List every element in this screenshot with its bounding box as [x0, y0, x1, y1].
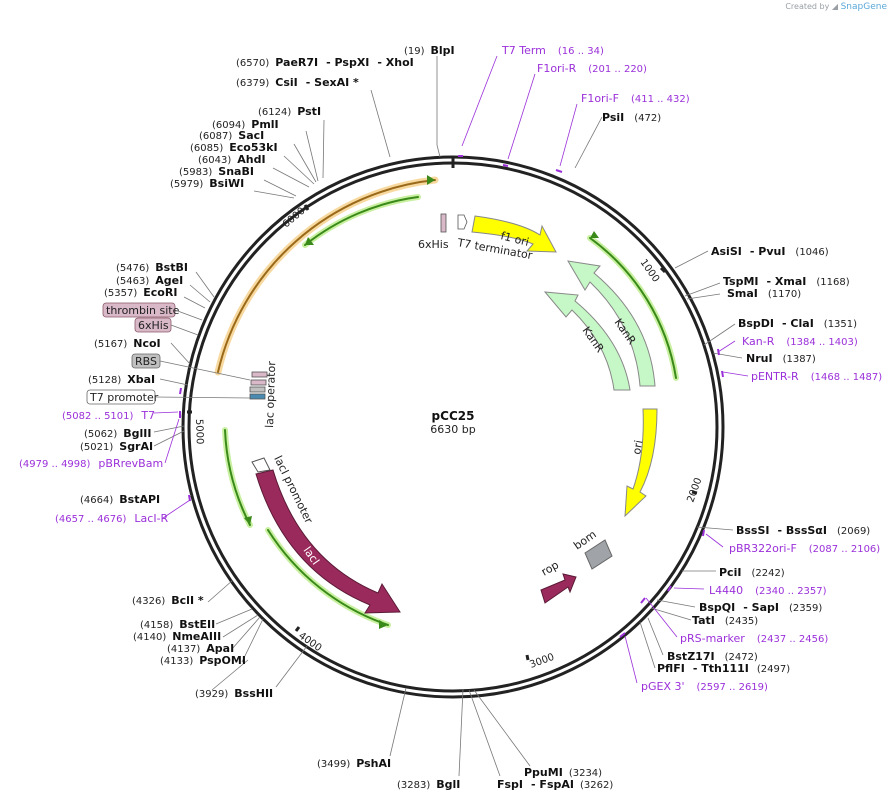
site-csii: (6379)CsiI- SexAI * — [236, 76, 359, 89]
site-bsteii: (4158)BstEII — [140, 618, 215, 631]
primer-leader-lines — [153, 55, 749, 684]
boxed-feature-labels: thrombin site 6xHis RBS T7 promoter — [86, 302, 251, 405]
laci-promoter-feature — [251, 457, 271, 473]
site-fspi: FspI- FspAI(3262) — [497, 778, 613, 791]
rop-label: rop — [539, 558, 561, 578]
kanr-feature-outer — [567, 260, 656, 387]
laci-arc — [267, 529, 389, 626]
orange-arc-arrow-icon — [427, 175, 435, 185]
6xhis-feature-label: 6xHis — [418, 238, 449, 251]
site-psii: PsiI(472) — [602, 111, 661, 124]
site-leader-lines — [153, 56, 743, 777]
site-bglii: (5062)BglII — [84, 427, 151, 440]
site-bsshii: (3929)BssHII — [195, 687, 273, 700]
site-snabi: (5983)SnaBI — [179, 165, 254, 178]
tick-3000: 3000 — [528, 652, 556, 671]
restriction-sites: (19)BlpI (6570)PaeR7I- PspXI- XhoI (6379… — [80, 44, 870, 791]
primer-pbr322ori-f: pBR322ori-F(2087 .. 2106) — [729, 542, 880, 555]
plasmid-size: 6630 bp — [430, 423, 475, 436]
site-paer7i: (6570)PaeR7I- PspXI- XhoI — [236, 56, 414, 69]
orange-arc — [217, 179, 436, 373]
primer-pgex-3: pGEX 3'(2597 .. 2619) — [641, 680, 768, 693]
primer-prs-marker: pRS-marker(2437 .. 2456) — [680, 632, 828, 645]
site-sgrai: (5021)SgrAI — [80, 440, 153, 453]
site-ppumi: PpuMI(3234) — [524, 766, 602, 779]
primer-laci-r: (4657 .. 4676)LacI-R — [55, 512, 169, 525]
site-smai: SmaI(1170) — [727, 287, 801, 300]
created-by-text: Created by — [785, 2, 830, 11]
site-pspomi: (4133)PspOMI — [160, 654, 246, 667]
ori-feature — [624, 408, 658, 518]
t7-promoter-label: T7 promoter — [89, 391, 159, 404]
brand-name: SnapGene — [840, 2, 887, 12]
site-bstapi: (4664)BstAPI — [80, 493, 160, 506]
site-nmeaiii: (4140)NmeAIII — [133, 630, 221, 643]
site-xbai: (5128)XbaI — [88, 373, 155, 386]
thrombin-site-label: thrombin site — [106, 304, 180, 317]
primer-marks — [179, 155, 724, 638]
site-ahdi: (6043)AhdI — [198, 153, 266, 166]
site-agei: (5463)AgeI — [116, 274, 183, 287]
laci-promoter-arc-arrow-icon — [244, 516, 252, 525]
site-bgli: (3283)BglI — [397, 778, 460, 791]
plasmid-name: pCC25 — [432, 409, 475, 423]
kanr-arc-arrow-icon — [590, 231, 599, 238]
tick-2000: 2000 — [685, 476, 704, 504]
site-bsssi: BssSI- BssSαI(2069) — [736, 524, 870, 537]
site-asisi: AsiSI- PvuI(1046) — [711, 245, 829, 258]
ori-label: ori — [630, 439, 645, 455]
lac-operator-glyphs — [249, 371, 268, 400]
primer-labels: T7 Term(16 .. 34) F1ori-R(201 .. 220) F1… — [19, 44, 882, 693]
lacz-arc-arrow-icon — [305, 237, 314, 245]
laci-feature — [255, 469, 401, 614]
primer-l4440: L4440(2340 .. 2357) — [709, 584, 827, 597]
kanr-feature-inner — [543, 291, 631, 391]
primer-pbrrevbam: (4979 .. 4998)pBRrevBam — [19, 457, 163, 470]
site-pcii: PciI(2242) — [719, 566, 785, 579]
primer-f1ori-r: F1ori-R(201 .. 220) — [537, 62, 647, 75]
tick-5000: 5000 — [193, 419, 205, 445]
snapgene-credit: Created by ◢ SnapGene — [785, 2, 887, 12]
lacz-arc — [304, 196, 419, 246]
site-tspmi: TspMI- XmaI(1168) — [723, 275, 850, 288]
primer-f1ori-f: F1ori-F(411 .. 432) — [581, 92, 690, 105]
snapgene-logo-icon: ◢ — [831, 2, 839, 11]
site-tati: TatI(2435) — [692, 614, 758, 627]
site-pmli: (6094)PmlI — [212, 118, 279, 131]
bom-feature — [584, 539, 613, 570]
site-bstbi: (5476)BstBI — [116, 261, 188, 274]
primer-t7: (5082 .. 5101)T7 — [62, 409, 155, 422]
site-bcli: (4326)BclI * — [132, 594, 204, 607]
site-saci: (6087)SacI — [199, 129, 264, 142]
site-bstz17i: BstZ17I(2472) — [667, 650, 758, 663]
6xhis-box-label: 6xHis — [138, 319, 169, 332]
6xhis-glyph — [440, 213, 447, 233]
site-ecori: (5357)EcoRI — [104, 286, 177, 299]
f1-ori-feature — [471, 215, 557, 253]
site-apai: (4137)ApaI — [167, 642, 234, 655]
site-ncoi: (5167)NcoI — [94, 337, 161, 350]
site-nrui: NruI(1387) — [746, 352, 816, 365]
kanr-arc — [589, 237, 677, 379]
site-eco53ki: (6085)Eco53kI — [190, 141, 278, 154]
primer-t7-term: T7 Term(16 .. 34) — [501, 44, 604, 57]
site-blpi: (19)BlpI — [404, 44, 455, 57]
site-bsiwi: (5979)BsiWI — [170, 177, 244, 190]
orange-arc-highlight — [214, 176, 439, 376]
site-psti: (6124)PstI — [258, 105, 321, 118]
lac-operator-label: lac operator — [263, 361, 278, 429]
primer-pentr-r: pENTR-R(1468 .. 1487) — [751, 370, 882, 383]
site-bspdi: BspDI- ClaI(1351) — [738, 317, 857, 330]
laci-promoter-arc-highlight — [222, 427, 253, 528]
rop-feature — [540, 573, 577, 604]
t7-terminator-glyph — [457, 214, 468, 230]
site-pflfi: PflFI- Tth111I(2497) — [657, 662, 790, 675]
laci-arc-arrow-icon — [379, 620, 388, 629]
site-bspqi: BspQI- SapI(2359) — [699, 601, 822, 614]
primer-kan-r: Kan-R(1384 .. 1403) — [742, 335, 858, 348]
site-pshai: (3499)PshAI — [317, 757, 391, 770]
rbs-label: RBS — [135, 355, 157, 368]
